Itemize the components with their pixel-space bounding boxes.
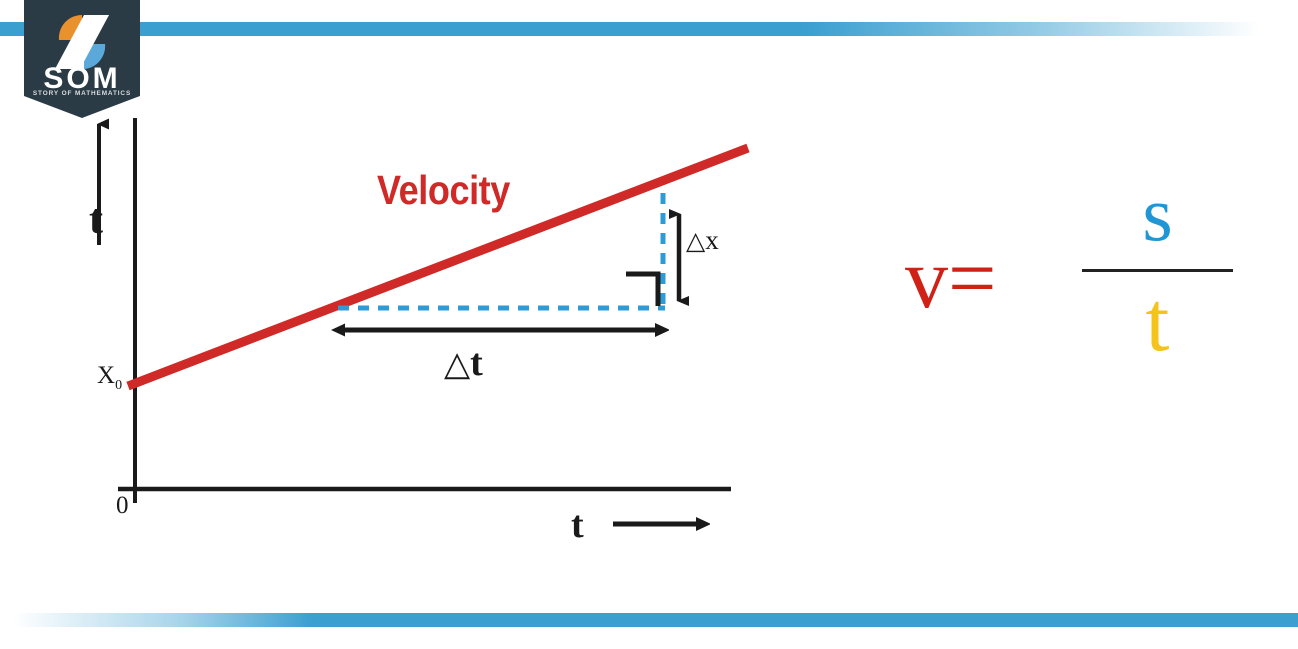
som-s-monogram-icon bbox=[55, 14, 109, 70]
y-intercept-symbol: X bbox=[97, 362, 116, 389]
delta-x-variable: x bbox=[705, 225, 719, 255]
formula-fraction: s t bbox=[1080, 175, 1235, 364]
formula-numerator: s bbox=[1142, 170, 1173, 257]
top-accent-bar bbox=[0, 22, 1298, 36]
delta-t-label: △t bbox=[444, 341, 483, 385]
x-axis-label: t bbox=[571, 504, 584, 546]
velocity-line-label: Velocity bbox=[377, 167, 510, 213]
formula-denominator: t bbox=[1145, 273, 1170, 369]
delta-triangle-icon: △ bbox=[444, 346, 471, 383]
delta-t-variable: t bbox=[470, 342, 483, 384]
fraction-bar bbox=[1082, 269, 1233, 272]
delta-triangle-icon: △ bbox=[686, 228, 706, 255]
velocity-line bbox=[126, 143, 750, 391]
origin-label: 0 bbox=[116, 492, 129, 519]
som-logo[interactable]: SOM STORY OF MATHEMATICS bbox=[24, 0, 140, 118]
bottom-accent-bar bbox=[0, 613, 1298, 627]
formula-left-side: v= bbox=[905, 230, 997, 326]
logo-wordmark: SOM bbox=[43, 62, 121, 95]
velocity-formula: v= s t bbox=[905, 175, 1235, 420]
right-angle-icon bbox=[626, 271, 661, 306]
y-intercept-subscript: 0 bbox=[115, 378, 123, 393]
delta-x-label: △x bbox=[686, 225, 719, 256]
logo-tagline: STORY OF MATHEMATICS bbox=[32, 90, 132, 97]
y-intercept-label: X0 bbox=[97, 362, 122, 394]
